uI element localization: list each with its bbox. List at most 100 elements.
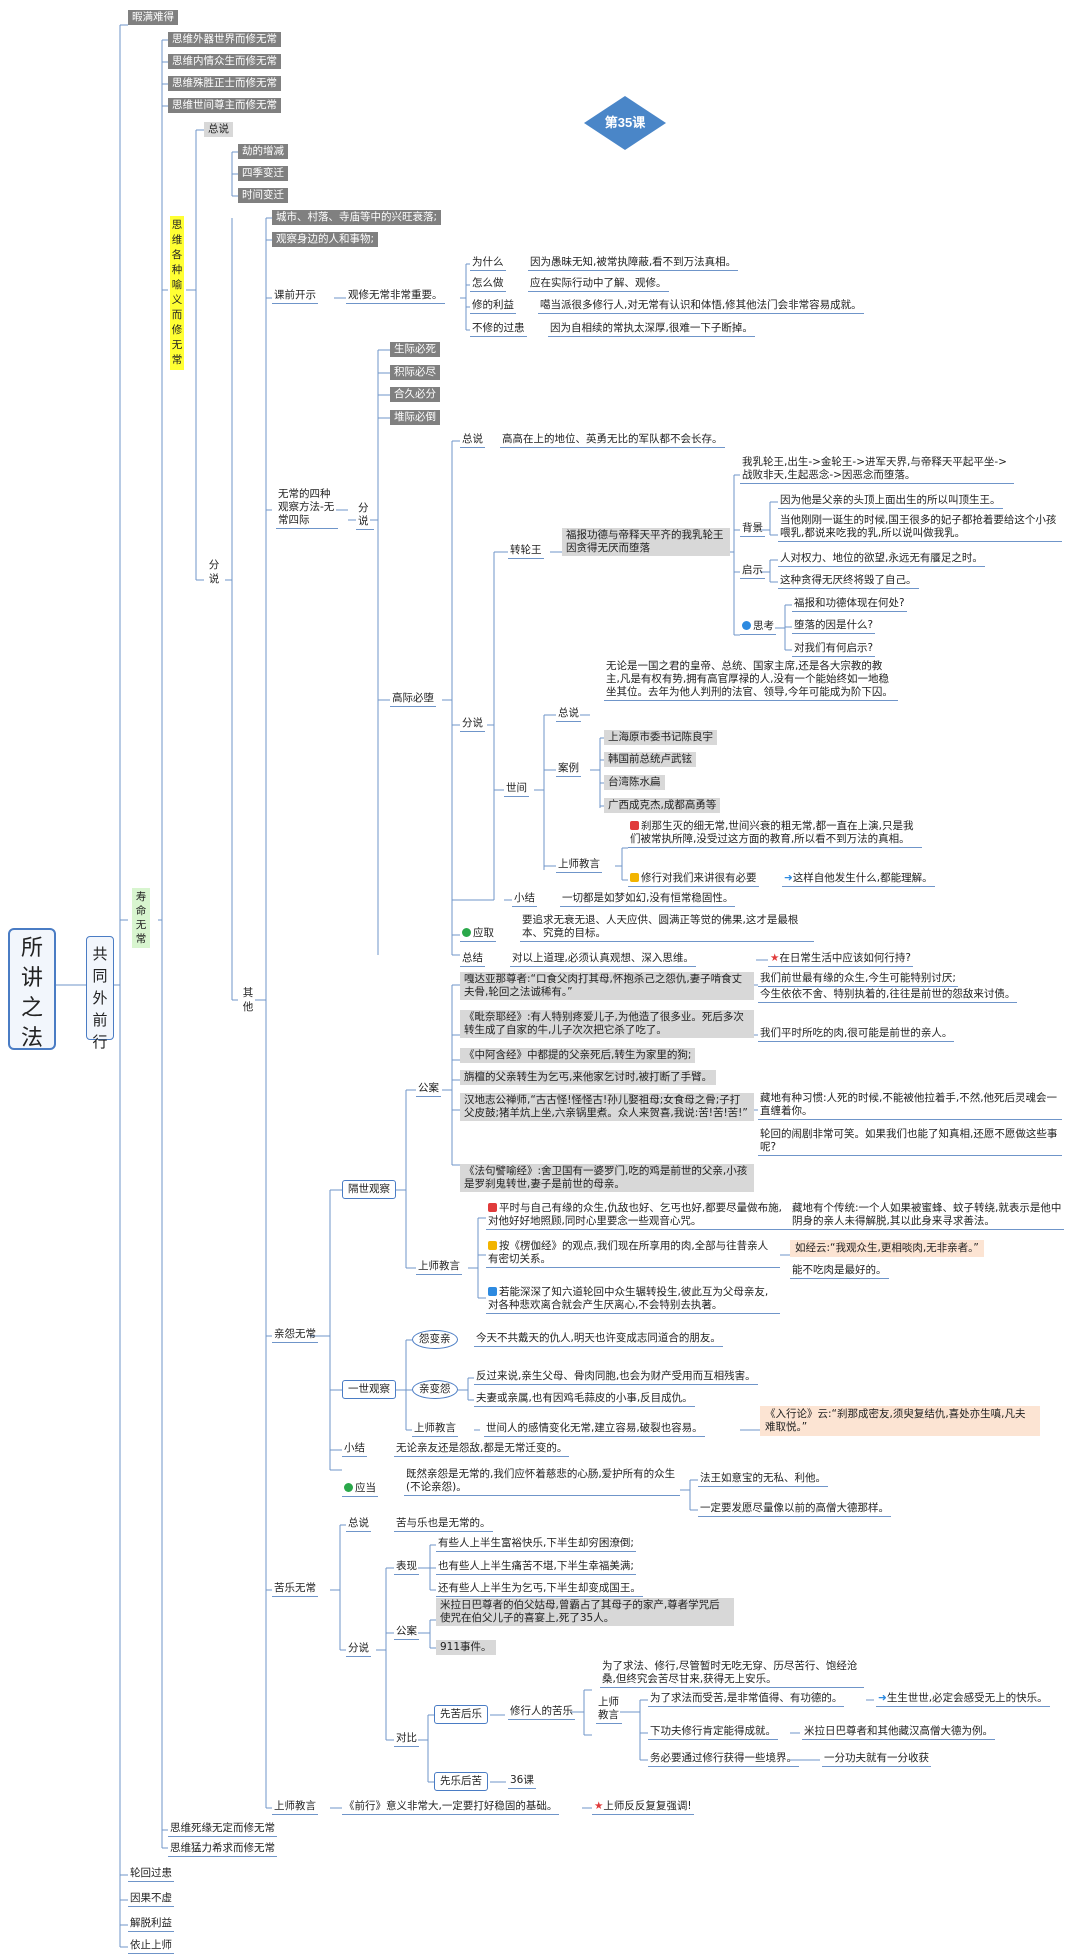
node-duibi[interactable]: 对比 (394, 1732, 419, 1747)
node-kule-zong[interactable]: 总说 (346, 1517, 371, 1532)
node-s2a: 如经云:“我观众生,更相啖肉,无非亲者。” (790, 1240, 984, 1257)
node-gaoji[interactable]: 高际必堕 (390, 692, 436, 707)
s2-text: 按《楞伽经》的观点,我们现在所享用的肉,全部与往昔亲人有密切关系。 (488, 1240, 769, 1265)
node-kqks-sub[interactable]: 观修无常非常重要。 (346, 289, 445, 304)
node-qy-shangshi[interactable]: 上师教言 (416, 1260, 462, 1275)
node-shijian-sub[interactable]: 世间 (504, 782, 529, 797)
end-ss-q-text: 上师反反复复强调! (603, 1800, 692, 1812)
node-end-l2[interactable]: 因果不虚 (128, 1892, 174, 1907)
node-yuyi-yellow[interactable]: 思维各种喻义而修无常 (170, 216, 184, 370)
node-bj3: 当他刚刚一诞生的时候,国王很多的妃子都抢着要给这个小孩喂乳,都说来吃我的乳,所以… (778, 514, 1062, 542)
node-gj-xiaojie[interactable]: 小结 (512, 892, 537, 907)
node-jiji[interactable]: 积际必尽 (390, 365, 440, 380)
node-sx2: 下功夫修行肯定能得成就。 (648, 1725, 778, 1740)
node-guancha[interactable]: 观察身边的人和事物; (272, 232, 379, 247)
node-benefit[interactable]: 修的利益 (470, 299, 516, 314)
node-sj-zong-text: 无论是一国之君的皇帝、总统、国家主席,还是各大宗教的教主,凡是有权有势,拥有高官… (604, 660, 898, 701)
node-sizhong[interactable]: 无常的四种观察方法-无常四际 (276, 488, 338, 529)
node-qita[interactable]: 其他 (242, 987, 254, 1013)
node-shusheng[interactable]: 思维殊胜正士而修无常 (168, 76, 281, 91)
node-qinbian[interactable]: 亲变怨 (412, 1380, 458, 1399)
node-zongshuo[interactable]: 总说 (204, 122, 233, 137)
node-anli[interactable]: 案例 (556, 762, 581, 777)
node-kule-gongan[interactable]: 公案 (394, 1625, 419, 1640)
node-jie[interactable]: 劫的增减 (238, 144, 288, 159)
node-g2a: 我们平时所吃的肉,很可能是前世的亲人。 (758, 1027, 955, 1042)
node-shijian[interactable]: 思维世间尊主而修无常 (168, 98, 281, 113)
node-g1: 嘎达亚那尊者:“口食父肉打其母,怀抱杀己之怨仇,妻子啃食丈夫骨,轮回之法诚稀有。… (460, 972, 754, 1000)
node-kule-fen[interactable]: 分说 (346, 1642, 371, 1657)
node-harm-text: 因为自相续的常执太深厚,很难一下子断掉。 (548, 322, 755, 337)
node-xianle[interactable]: 先乐后苦 (434, 1772, 488, 1791)
flag-icon (630, 821, 639, 830)
node-qb2: 夫妻或亲属,也有因鸡毛蒜皮的小事,反目成仇。 (474, 1392, 695, 1407)
node-harm[interactable]: 不修的过患 (470, 322, 527, 337)
node-qy-xiaojie[interactable]: 小结 (342, 1442, 367, 1457)
root-node[interactable]: 所讲之法 (8, 928, 56, 1051)
node-how[interactable]: 怎么做 (470, 277, 506, 292)
node-sj-shangshi[interactable]: 上师教言 (556, 858, 602, 873)
node-gaoji-zong-text: 高高在上的地位、英勇无比的军队都不会长存。 (500, 433, 725, 448)
node-geshi[interactable]: 隔世观察 (342, 1180, 396, 1199)
node-biaoxian[interactable]: 表现 (394, 1560, 419, 1575)
node-qs2: 这种贪得无厌终将毁了自己。 (778, 574, 919, 589)
node-b3: 还有些人上半生为乞丐,下半生却变成国王。 (436, 1582, 643, 1597)
node-end-shangshi[interactable]: 上师教言 (272, 1800, 318, 1815)
node-kule-shangshi[interactable]: 上师教言 (596, 1696, 622, 1724)
node-kule-zong-text: 苦与乐也是无常的。 (394, 1517, 493, 1532)
node-gaoji-zong[interactable]: 总说 (460, 433, 485, 448)
node-end-l3[interactable]: 解脱利益 (128, 1917, 174, 1932)
node-heju[interactable]: 合久必分 (390, 387, 440, 402)
node-neiqing[interactable]: 思维内情众生而修无常 (168, 54, 281, 69)
node-yingdang[interactable]: 应当 (342, 1482, 378, 1497)
node-qinyuan[interactable]: 亲怨无常 (272, 1328, 318, 1343)
flag-icon (488, 1203, 497, 1212)
node-kqks[interactable]: 课前开示 (272, 289, 318, 304)
node-g2: 《毗奈耶经》:有人特别疼爱儿子,为他造了很多业。死后多次转生成了自家的牛,儿子次… (460, 1010, 754, 1038)
node-end-l4[interactable]: 依止上师 (128, 1939, 174, 1954)
node-sx3a: 一分功夫就有一分收获 (822, 1752, 931, 1767)
node-yingqu[interactable]: 应取 (460, 927, 496, 942)
node-sikao[interactable]: 思考 (740, 620, 776, 635)
node-ss2: 修行对我们来讲很有必要 (628, 872, 759, 887)
star-icon: ★ (770, 952, 780, 964)
node-end-l1[interactable]: 轮回过患 (128, 1867, 174, 1882)
node-ys-shangshi[interactable]: 上师教言 (412, 1422, 458, 1437)
node-gaoji-fen[interactable]: 分说 (460, 717, 485, 732)
yingqu-label: 应取 (473, 927, 494, 939)
node-zlw[interactable]: 转轮王 (508, 544, 544, 559)
node-yishi[interactable]: 一世观察 (342, 1380, 396, 1399)
node-s1a: 藏地有个传统:一个人如果被蜜蜂、蚊子转绕,就表示是他中阴身的亲人未得解脱,其以此… (790, 1202, 1064, 1230)
node-gongan[interactable]: 公案 (416, 1082, 441, 1097)
node-fenshuo-top[interactable]: 分说 (208, 559, 220, 585)
node-siji[interactable]: 四季变迁 (238, 166, 288, 181)
node-end-b2[interactable]: 思维猛力希求而修无常 (168, 1842, 277, 1857)
node-kule[interactable]: 苦乐无常 (272, 1582, 318, 1597)
arrow-right-icon: ➜ (878, 1692, 887, 1704)
branch-node-gongtong[interactable]: 共同外前行 (86, 936, 114, 1051)
lesson-tag-text: 第35课 (605, 115, 646, 130)
node-xiaman[interactable]: 暇满难得 (128, 10, 178, 25)
node-end-b1[interactable]: 思维死缘无定而修无常 (168, 1822, 277, 1837)
node-yd-b: 一定要发愿尽量像以前的高僧大德那样。 (698, 1502, 891, 1517)
node-ss3: ➜这样自他发生什么,都能理解。 (782, 872, 935, 887)
node-b2: 也有些人上半生痛苦不堪,下半生幸福美满; (436, 1560, 636, 1575)
node-yuanbian[interactable]: 怨变亲 (412, 1330, 458, 1349)
node-zongjie[interactable]: 总结 (460, 952, 485, 967)
branch-title: 共同外前行 (92, 945, 108, 1051)
node-beijing[interactable]: 背景 (740, 522, 765, 537)
node-shouming[interactable]: 寿命无常 (132, 888, 150, 948)
node-sizhong-fenshuo[interactable]: 分说 (356, 502, 374, 530)
node-sj-zong[interactable]: 总说 (556, 707, 581, 722)
node-qishi[interactable]: 启示 (740, 564, 765, 579)
node-duiji[interactable]: 堆际必倒 (390, 410, 440, 425)
node-shijianbq[interactable]: 时间变迁 (238, 188, 288, 203)
node-shengji[interactable]: 生际必死 (390, 342, 440, 357)
node-xrk[interactable]: 修行人的苦乐 (508, 1705, 575, 1720)
node-waiqi[interactable]: 思维外器世界而修无常 (168, 32, 281, 47)
node-xianku[interactable]: 先苦后乐 (434, 1705, 488, 1724)
node-bj2: 因为他是父亲的头顶上面出生的所以叫顶生王。 (778, 494, 1003, 509)
node-g5b: 轮回的闹剧非常可笑。如果我们也能了知真相,还愿不愿做这些事呢? (758, 1128, 1062, 1156)
node-chengshi[interactable]: 城市、村落、寺庙等中的兴旺衰落; (272, 210, 442, 225)
node-why[interactable]: 为什么 (470, 256, 506, 271)
